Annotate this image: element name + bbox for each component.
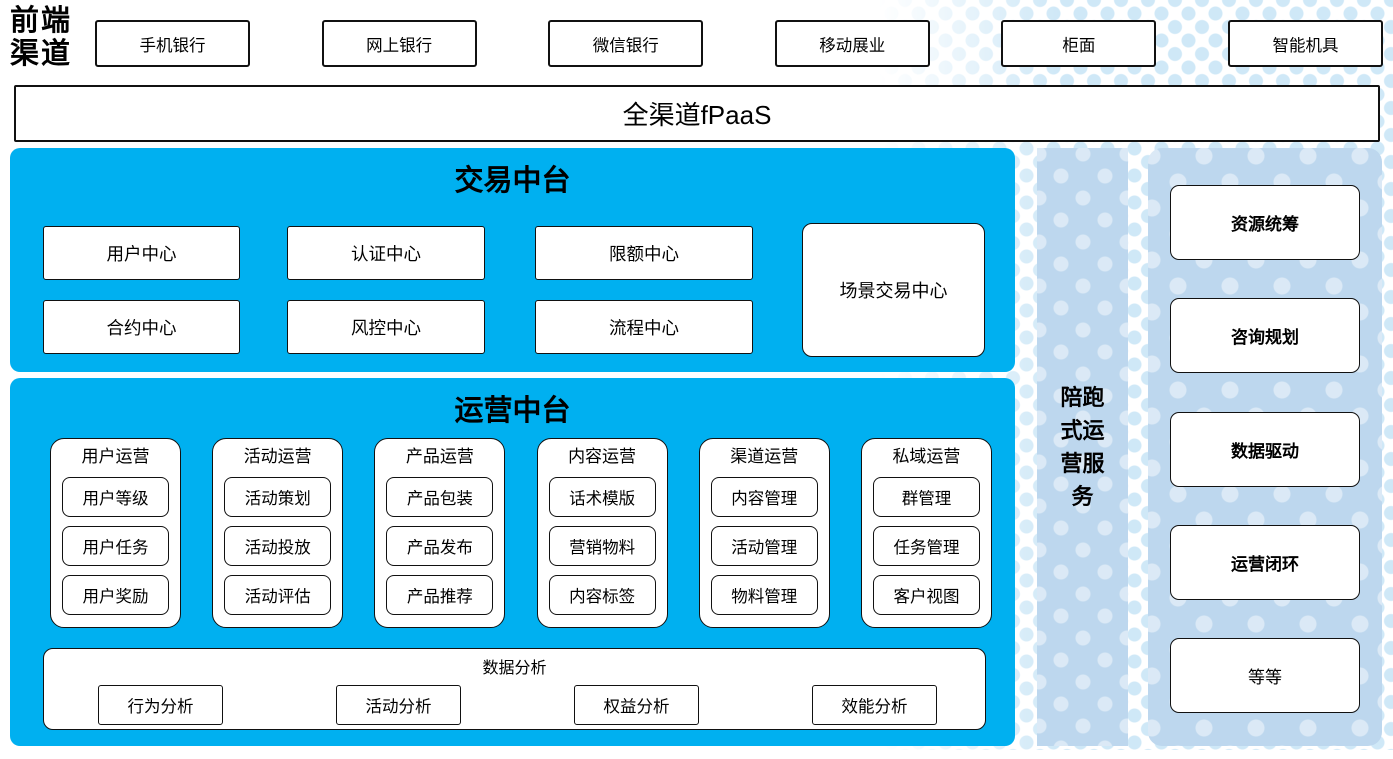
contract-center-box: 合约中心 [43,300,240,354]
etc-box: 等等 [1170,638,1360,713]
companion-operation-service-strip: 陪跑式运营服务 [1037,148,1128,746]
channel-mobile-banking: 手机银行 [95,20,250,67]
channel-mobile-marketing: 移动展业 [774,20,930,67]
data-analysis-title: 数据分析 [482,660,547,677]
transaction-middle-platform: 交易中台 用户中心 认证中心 限额中心 合约中心 风控中心 流程中心 场景交易中… [10,148,1015,372]
group-title: 内容运营 [568,447,637,466]
group-item: 话术模版 [548,477,656,517]
group-item: 群管理 [872,477,980,517]
group-item: 客户视图 [872,575,980,615]
limit-center-box: 限额中心 [535,226,753,280]
operation-loop-box: 运营闭环 [1170,524,1360,600]
group-item: 产品包装 [386,477,494,517]
companion-service-label: 陪跑式运营服务 [1060,385,1105,509]
group-title: 渠道运营 [730,447,799,466]
group-item: 用户任务 [62,526,169,566]
group-item: 活动评估 [224,575,332,615]
group-channel-operations: 渠道运营 内容管理 活动管理 物料管理 [698,438,830,628]
process-center-box: 流程中心 [535,300,753,354]
channel-online-banking: 网上银行 [321,20,477,67]
group-title: 产品运营 [405,447,474,466]
omni-channel-fpaas-bar: 全渠道fPaaS [14,85,1380,142]
group-product-operations: 产品运营 产品包装 产品发布 产品推荐 [374,438,506,628]
user-center-box: 用户中心 [43,226,240,280]
group-item: 活动投放 [224,526,332,566]
group-item: 任务管理 [872,526,980,566]
channel-counter: 柜面 [1001,20,1157,67]
group-item: 活动策划 [224,477,332,517]
frontend-channels-label: 前端渠道 [10,3,73,71]
campaign-analysis-box: 活动分析 [336,685,461,725]
benefit-analysis-box: 权益分析 [574,685,699,725]
group-item: 产品推荐 [386,575,494,615]
group-content-operations: 内容运营 话术模版 营销物料 内容标签 [536,438,668,628]
scenario-transaction-center-box: 场景交易中心 [802,223,985,357]
operations-groups-row: 用户运营 用户等级 用户任务 用户奖励 活动运营 活动策划 活动投放 活动评估 … [50,438,992,628]
group-item: 用户等级 [62,477,169,517]
channel-wechat-banking: 微信银行 [548,20,704,67]
group-item: 产品发布 [386,526,494,566]
risk-center-box: 风控中心 [287,300,485,354]
group-campaign-operations: 活动运营 活动策划 活动投放 活动评估 [212,438,344,628]
efficiency-analysis-box: 效能分析 [812,685,937,725]
group-item: 营销物料 [548,526,656,566]
service-panel: 资源统筹 咨询规划 数据驱动 运营闭环 等等 [1148,148,1382,746]
operations-platform-title: 运营中台 [454,393,571,427]
group-item: 内容管理 [710,477,818,517]
group-title: 用户运营 [81,447,150,466]
data-driven-box: 数据驱动 [1170,411,1360,487]
group-title: 活动运营 [243,447,312,466]
behavior-analysis-box: 行为分析 [98,685,223,725]
data-analysis-row: 行为分析 活动分析 权益分析 效能分析 [44,678,985,725]
frontend-channels-row: 手机银行 网上银行 微信银行 移动展业 柜面 智能机具 [95,20,1383,68]
group-title: 私域运营 [892,447,961,466]
transaction-platform-title: 交易中台 [454,163,571,197]
group-user-operations: 用户运营 用户等级 用户任务 用户奖励 [50,438,181,628]
group-item: 内容标签 [548,575,656,615]
consulting-planning-box: 咨询规划 [1170,298,1360,374]
data-analysis-strip: 数据分析 行为分析 活动分析 权益分析 效能分析 [43,648,986,730]
group-item: 物料管理 [710,575,818,615]
group-item: 活动管理 [710,526,818,566]
resource-coordination-box: 资源统筹 [1170,185,1360,260]
channel-smart-devices: 智能机具 [1227,20,1383,67]
group-private-domain-operations: 私域运营 群管理 任务管理 客户视图 [860,438,992,628]
group-item: 用户奖励 [62,575,169,615]
auth-center-box: 认证中心 [287,226,485,280]
operations-middle-platform: 运营中台 用户运营 用户等级 用户任务 用户奖励 活动运营 活动策划 活动投放 … [10,378,1015,746]
